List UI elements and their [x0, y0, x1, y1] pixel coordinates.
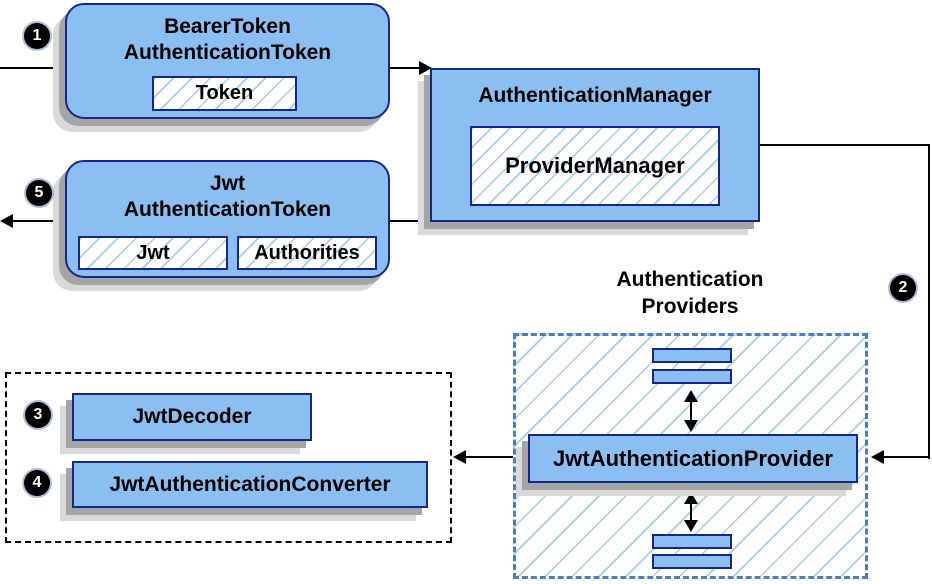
provider-placeholder-bar	[652, 534, 732, 549]
arrowhead-up-icon	[684, 390, 698, 402]
arrowhead-left-icon	[871, 450, 884, 464]
step-1-badge: 1	[24, 23, 50, 49]
jwt-authentication-provider-box: JwtAuthenticationProvider	[528, 434, 858, 483]
providers-label-line1: Authentication	[616, 268, 764, 291]
connector-step2-top	[758, 144, 930, 146]
authorities-chip: Authorities	[237, 236, 377, 270]
authentication-manager-title: AuthenticationManager	[478, 84, 712, 107]
provider-placeholder-bar	[652, 369, 732, 384]
bearer-token-title-line2: AuthenticationToken	[123, 41, 332, 64]
jwt-token-title-line1: Jwt	[209, 172, 245, 195]
connector-step1-incoming	[0, 67, 65, 69]
step-2-number: 2	[898, 279, 908, 296]
arrowhead-down-icon	[684, 520, 698, 532]
bearer-token-box-title: BearerToken AuthenticationToken	[67, 5, 388, 66]
connector-providers-top	[690, 400, 692, 422]
connector-providers-bottom	[690, 502, 692, 522]
jwt-chip: Jwt	[78, 236, 228, 270]
jwt-authentication-provider-label: JwtAuthenticationProvider	[553, 445, 833, 471]
authorities-chip-label: Authorities	[254, 241, 360, 264]
jwt-authentication-converter-label: JwtAuthenticationConverter	[109, 472, 391, 496]
arrowhead-right-icon	[419, 61, 432, 75]
arrowhead-down-icon	[684, 420, 698, 432]
step-4-badge: 4	[24, 470, 50, 496]
jwt-decoder-label: JwtDecoder	[132, 405, 252, 428]
authentication-providers-label: Authentication Providers	[545, 266, 835, 320]
jwt-authentication-token-box: Jwt AuthenticationToken Jwt Authorities	[65, 160, 390, 278]
provider-manager-label: ProviderManager	[505, 153, 685, 178]
jwt-token-title-line2: AuthenticationToken	[123, 198, 332, 221]
jwt-chip-label: Jwt	[136, 241, 170, 264]
jwt-decoder-box: JwtDecoder	[72, 393, 312, 441]
bearer-token-title-line1: BearerToken	[164, 15, 291, 38]
arrowhead-left-icon	[0, 214, 13, 228]
provider-placeholder-bar	[652, 348, 732, 363]
connector-step1-to-manager	[390, 67, 419, 69]
connector-step2-vertical	[928, 144, 930, 459]
provider-manager-chip: ProviderManager	[470, 126, 720, 206]
step-2-badge: 2	[890, 275, 916, 301]
providers-label-line2: Providers	[641, 295, 739, 318]
bearer-token-authentication-token-box: BearerToken AuthenticationToken Token	[65, 3, 390, 119]
token-chip-label: Token	[195, 82, 254, 104]
step-3-badge: 3	[25, 402, 51, 428]
step-3-number: 3	[33, 406, 43, 423]
connector-step2-bottom	[884, 456, 929, 458]
arrowhead-up-icon	[684, 492, 698, 504]
step-1-number: 1	[32, 27, 42, 44]
step-4-number: 4	[32, 474, 42, 491]
jwt-token-box-title: Jwt AuthenticationToken	[67, 162, 388, 223]
authentication-manager-box: AuthenticationManager ProviderManager	[430, 68, 760, 222]
token-chip: Token	[152, 76, 297, 111]
connector-provider-to-resolvers	[466, 456, 513, 458]
connector-step5-outgoing	[13, 220, 65, 222]
step-5-badge: 5	[26, 180, 52, 206]
connector-manager-to-jwt-token	[390, 220, 430, 222]
provider-placeholder-bar	[652, 554, 732, 569]
arrowhead-left-icon	[453, 450, 466, 464]
jwt-authentication-converter-box: JwtAuthenticationConverter	[72, 461, 428, 508]
step-5-number: 5	[34, 184, 44, 201]
